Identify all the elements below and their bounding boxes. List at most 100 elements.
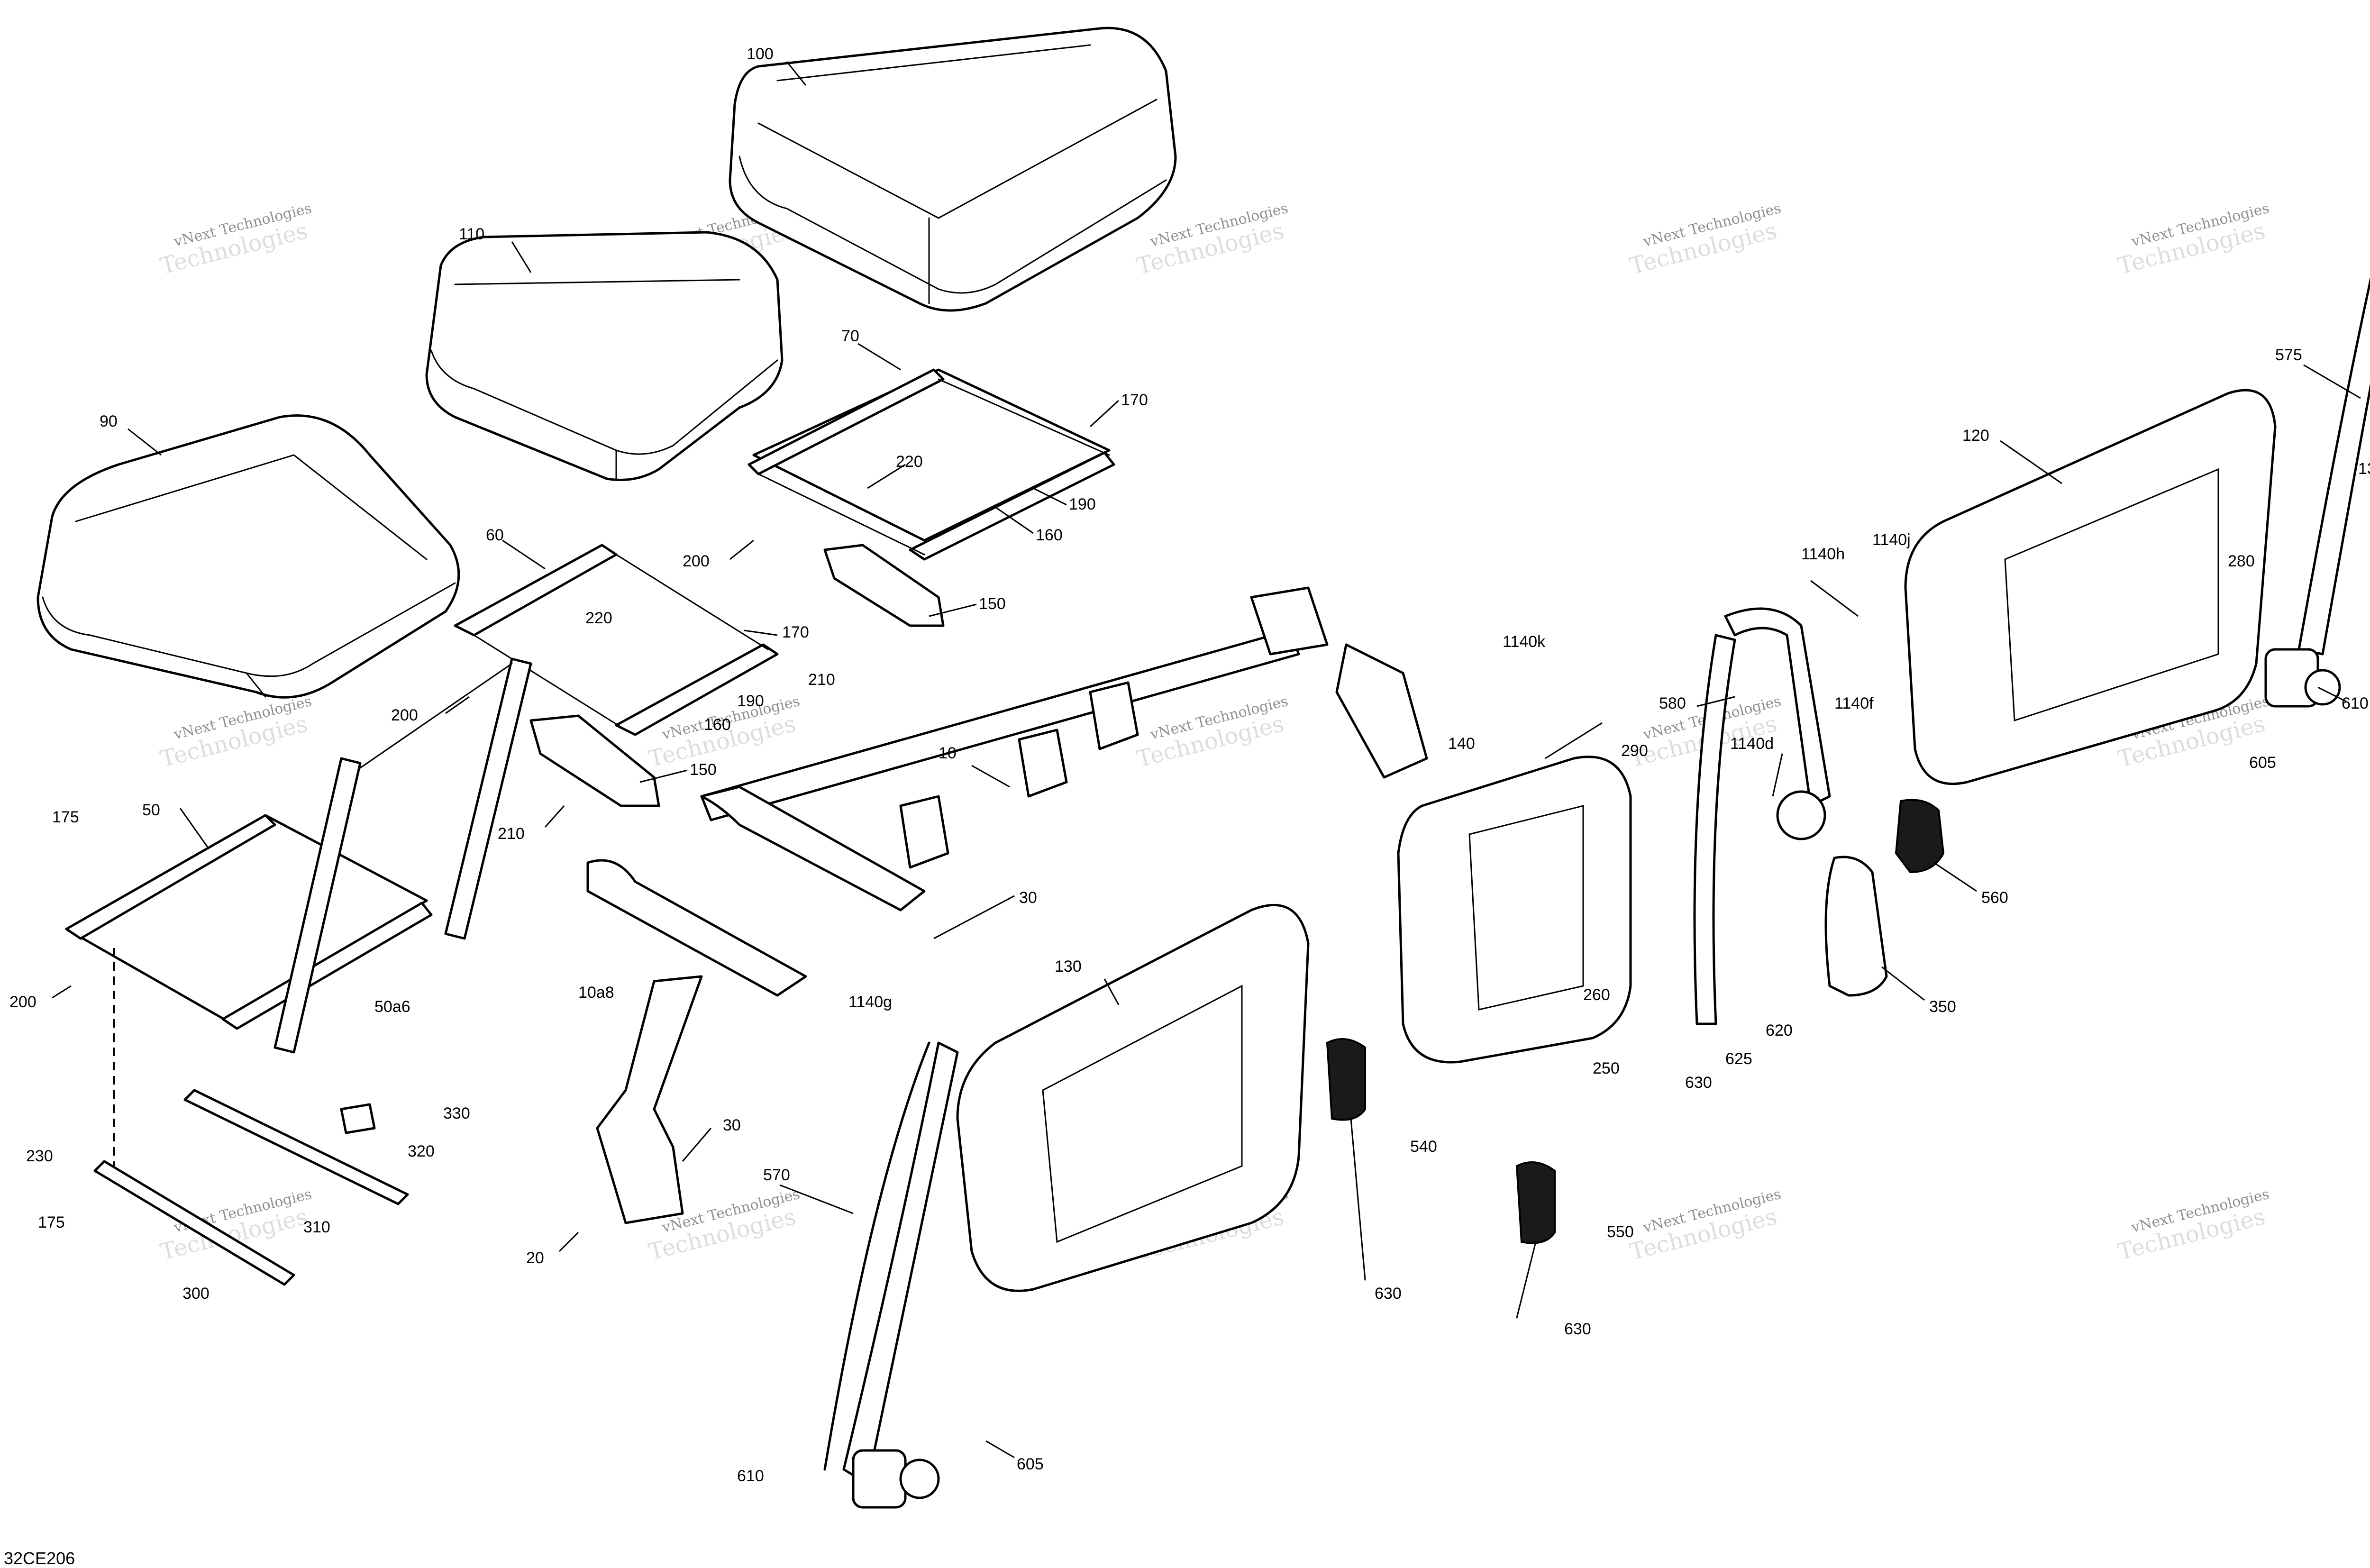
callout-1140h: 1140h (1801, 545, 1845, 563)
callout-220: 220 (585, 609, 612, 627)
leader-line (502, 539, 546, 570)
buckle-560 (1895, 799, 1945, 874)
callout-1140g: 1140g (848, 993, 892, 1011)
seat-slide-bracket-150b (529, 714, 660, 807)
watermark: Technologies vNext Technologies (2115, 1186, 2271, 1266)
callout-605: 605 (2249, 754, 2276, 772)
callout-50: 50 (142, 801, 160, 819)
callout-320: 320 (408, 1142, 435, 1160)
callout-1140j: 1140j (1872, 531, 1911, 549)
leader-line (639, 769, 688, 783)
callout-1140d: 1140d (1730, 735, 1774, 753)
callout-260: 260 (1583, 986, 1610, 1004)
seatback-130 (956, 903, 1310, 1292)
callout-30: 30 (723, 1116, 741, 1134)
leg-bracket-10a8 (596, 975, 703, 1224)
leader-line (558, 1231, 579, 1252)
seatbelt-570 (823, 1041, 959, 1509)
leader-line (511, 241, 532, 273)
callout-10a8: 10a8 (578, 984, 614, 1002)
leader-line (985, 1440, 1015, 1459)
callout-60: 60 (486, 526, 504, 544)
callout-220: 220 (896, 453, 923, 471)
callout-30: 30 (1019, 889, 1037, 907)
callout-200: 200 (391, 706, 418, 724)
callout-150: 150 (979, 595, 1006, 613)
leader-line (744, 629, 778, 636)
callout-210: 210 (808, 671, 835, 689)
callout-290: 290 (1621, 742, 1648, 760)
leader-line (786, 61, 807, 86)
leader-line (1772, 753, 1783, 797)
callout-190: 190 (1069, 495, 1096, 513)
seat-cushion-100 (729, 27, 1177, 312)
callout-175: 175 (52, 808, 79, 826)
callout-70: 70 (841, 327, 859, 345)
leader-line (929, 603, 977, 617)
seatbelt-575 (2264, 277, 2370, 708)
callout-550: 550 (1607, 1223, 1634, 1241)
seat-frame-60 (454, 544, 779, 736)
headrest-350 (1824, 856, 1888, 997)
seatbelt-580 (1693, 607, 1831, 1025)
callout-630: 630 (1564, 1320, 1591, 1338)
leader-line (2317, 686, 2347, 702)
callout-160: 160 (1036, 526, 1063, 544)
callout-200: 200 (683, 552, 710, 570)
leader-line (682, 1128, 712, 1162)
leader-line (544, 805, 565, 828)
callout-labels: 100 110 90 70 170 220 190 160 200 150 21… (9, 45, 2370, 1485)
leader-line (52, 985, 72, 999)
callout-540: 540 (1410, 1138, 1437, 1156)
callout-90: 90 (100, 412, 118, 430)
leader-line (1810, 580, 1859, 617)
callout-170: 170 (1121, 391, 1148, 409)
callout-575: 575 (2275, 346, 2302, 364)
callout-200: 200 (9, 993, 36, 1011)
watermark: Technologies vNext Technologies (158, 693, 313, 773)
leader-line (971, 765, 1010, 788)
callout-230: 230 (26, 1147, 53, 1165)
leader-line (2000, 440, 2062, 484)
leader-line (1933, 862, 1977, 892)
buckle-540 (1326, 1038, 1366, 1281)
callout-130: 130 (1055, 957, 1082, 975)
leader-line (1089, 400, 1120, 428)
watermark: Technologies vNext Technologies (1627, 1186, 1783, 1266)
callout-630: 630 (1375, 1285, 1402, 1303)
seat-frame-70 (747, 368, 1115, 561)
leader-line (857, 343, 901, 371)
seatback-140 (1397, 756, 1632, 1064)
leader-line (1696, 696, 1735, 707)
callout-20: 20 (526, 1249, 544, 1267)
leader-line (128, 428, 162, 456)
latch-320 (340, 1103, 376, 1134)
callout-630: 630 (1685, 1074, 1712, 1092)
callout-10: 10 (939, 744, 957, 762)
callout-610: 610 (737, 1467, 764, 1485)
leader-line (933, 895, 1015, 939)
buckle-550 (1515, 1161, 1556, 1319)
callout-605: 605 (1017, 1455, 1044, 1473)
callout-580: 580 (1659, 694, 1686, 712)
watermark: Technologies vNext Technologies (1627, 200, 1783, 280)
callout-620: 620 (1766, 1021, 1793, 1039)
callout-100: 100 (747, 45, 774, 63)
leader-line (1103, 978, 1120, 1005)
callout-1140k: 1140k (1503, 633, 1546, 651)
callout-350: 350 (1929, 998, 1956, 1016)
leader-line (729, 539, 754, 560)
callout-160: 160 (704, 716, 731, 734)
leader-line (1881, 966, 1925, 1001)
leader-line (995, 506, 1034, 534)
callout-110: 110 (459, 225, 484, 243)
slide-rail-310 (183, 1089, 409, 1205)
leader-line (1033, 487, 1067, 506)
callout-300: 300 (182, 1285, 210, 1303)
callout-190: 190 (737, 692, 764, 710)
figure-code: 32CE206 (4, 1549, 75, 1568)
callout-175: 175 (38, 1213, 65, 1231)
callout-250: 250 (1593, 1059, 1620, 1077)
callout-610: 610 (2342, 694, 2369, 712)
